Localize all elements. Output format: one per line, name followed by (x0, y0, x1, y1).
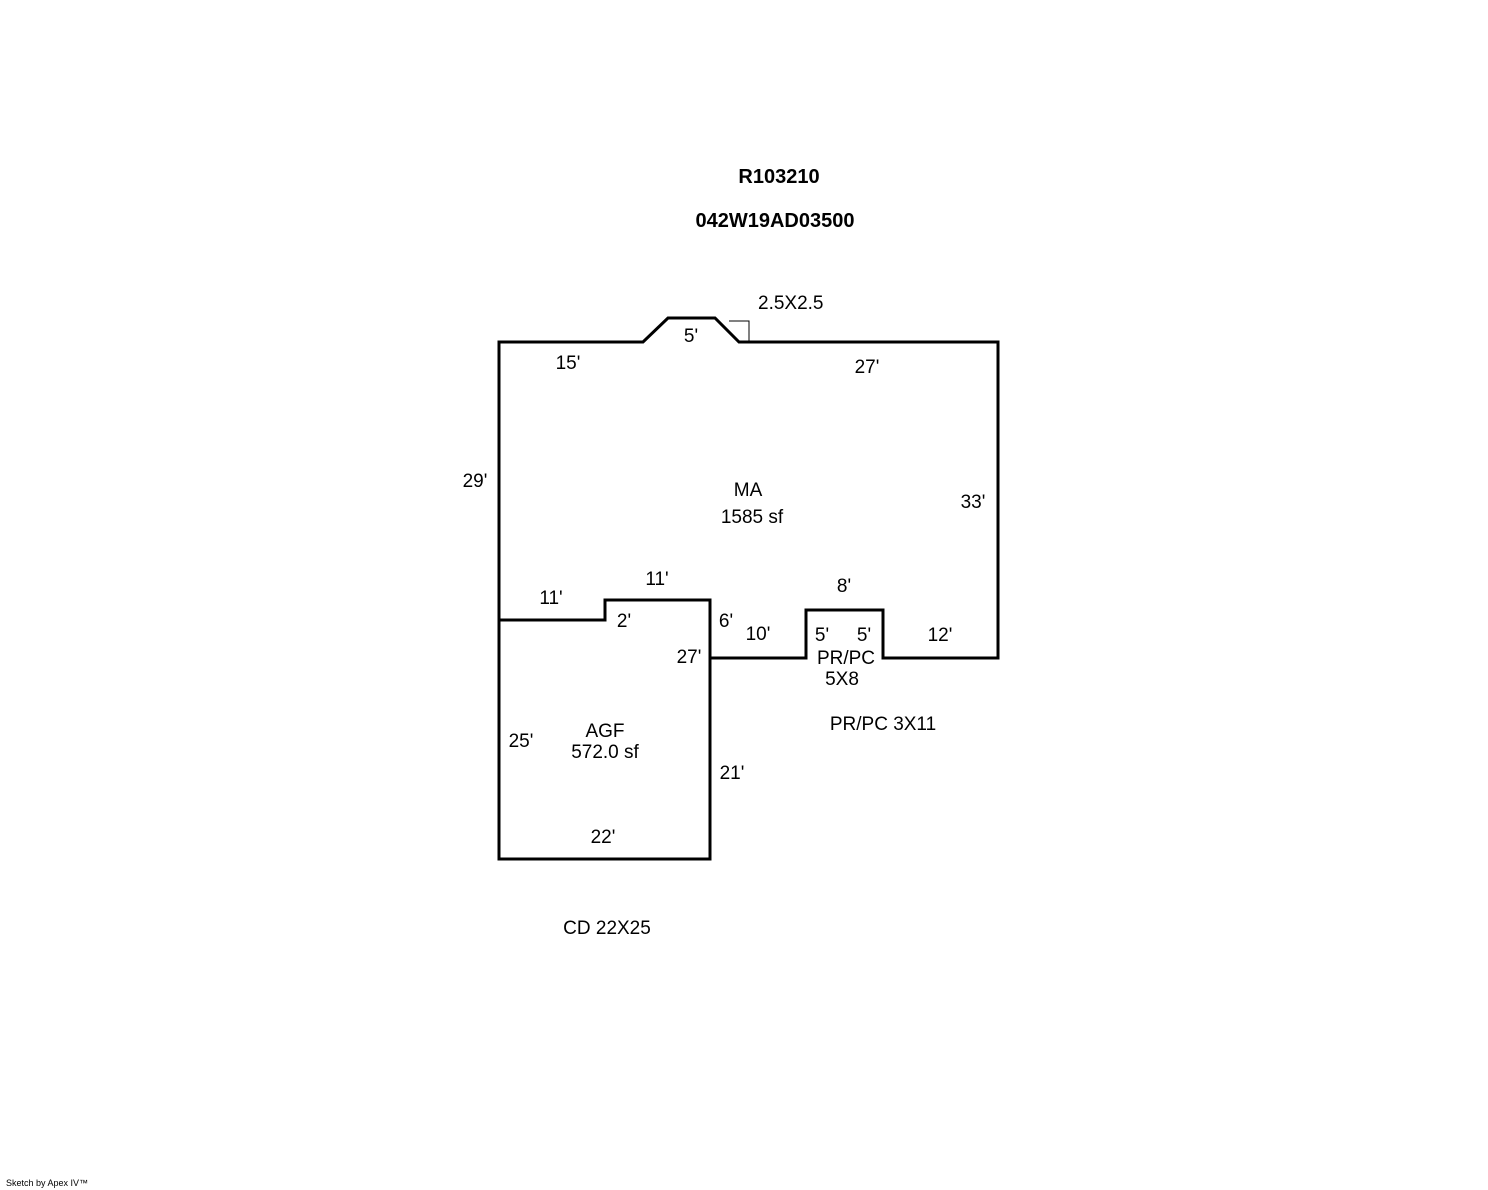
garage-outline (497, 620, 712, 861)
main-area-outline (497, 316, 1000, 660)
dim-left: 29' (463, 471, 488, 492)
dim-porch-left: 5' (815, 625, 829, 646)
dim-porch-top: 8' (837, 576, 851, 597)
dim-bottom-mid: 10' (746, 624, 771, 645)
dim-garage-top: 27' (677, 647, 702, 668)
garage-code: AGF (585, 721, 624, 742)
dim-right: 33' (961, 492, 986, 513)
dim-top-notch: 5' (684, 326, 698, 347)
dim-garage-left: 25' (509, 731, 534, 752)
dim-bottom-right: 12' (928, 625, 953, 646)
dim-porch-right: 5' (857, 625, 871, 646)
dim-garage-right: 21' (720, 763, 745, 784)
porch-size: 5X8 (825, 669, 859, 690)
dim-top-left: 15' (556, 353, 581, 374)
notch-marker (729, 320, 750, 341)
map-tax-lot: 042W19AD03500 (696, 210, 855, 232)
dim-top-right: 27' (855, 357, 880, 378)
dim-step-right: 6' (719, 611, 733, 632)
account-number: R103210 (738, 166, 819, 188)
notch-note: 2.5X2.5 (758, 293, 824, 314)
dim-step-top: 11' (645, 569, 668, 590)
dim-step-drop: 2' (617, 611, 631, 632)
dim-garage-bottom: 22' (591, 827, 616, 848)
garage-size: 572.0 sf (571, 742, 639, 763)
porch-code: PR/PC (817, 648, 875, 669)
deck-note: CD 22X25 (563, 918, 651, 939)
main-area-code: MA (734, 480, 763, 501)
porch-extra-note: PR/PC 3X11 (830, 714, 936, 735)
main-area-size: 1585 sf (721, 507, 784, 528)
dim-bottom-left: 11' (539, 588, 562, 609)
sketch-credit: Sketch by Apex IV™ (6, 1178, 88, 1188)
